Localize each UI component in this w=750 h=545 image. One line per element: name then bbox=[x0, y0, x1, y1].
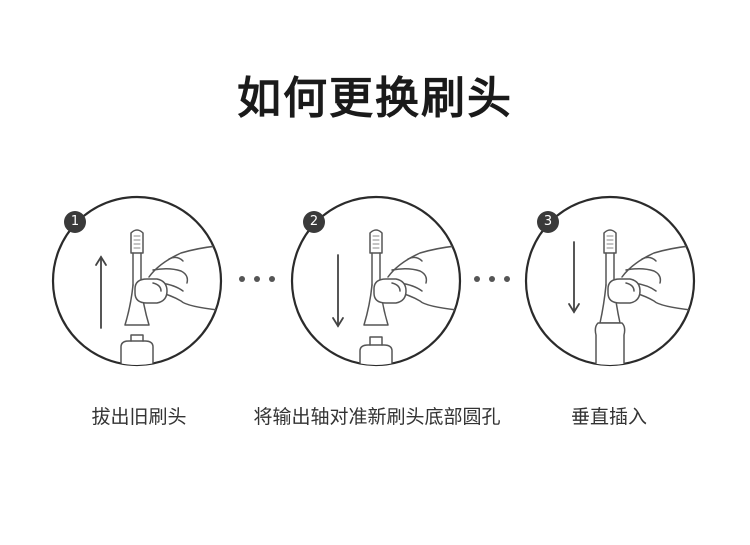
step-separator-dots bbox=[239, 276, 275, 284]
step-3-illustration: 3 bbox=[524, 195, 696, 367]
step-2-caption: 将输出轴对准新刷头底部圆孔 bbox=[253, 406, 501, 428]
step-1-illustration: 1 bbox=[51, 195, 223, 367]
step-1-caption: 拔出旧刷头 bbox=[91, 406, 187, 428]
step-3-caption: 垂直插入 bbox=[570, 406, 648, 428]
step-number-badge: 3 bbox=[537, 211, 559, 233]
step-2-illustration: 2 bbox=[290, 195, 462, 367]
step-number-badge: 1 bbox=[64, 211, 86, 233]
page-title: 如何更换刷头 bbox=[237, 73, 513, 124]
step-number-badge: 2 bbox=[303, 211, 325, 233]
step-separator-dots bbox=[474, 276, 510, 284]
